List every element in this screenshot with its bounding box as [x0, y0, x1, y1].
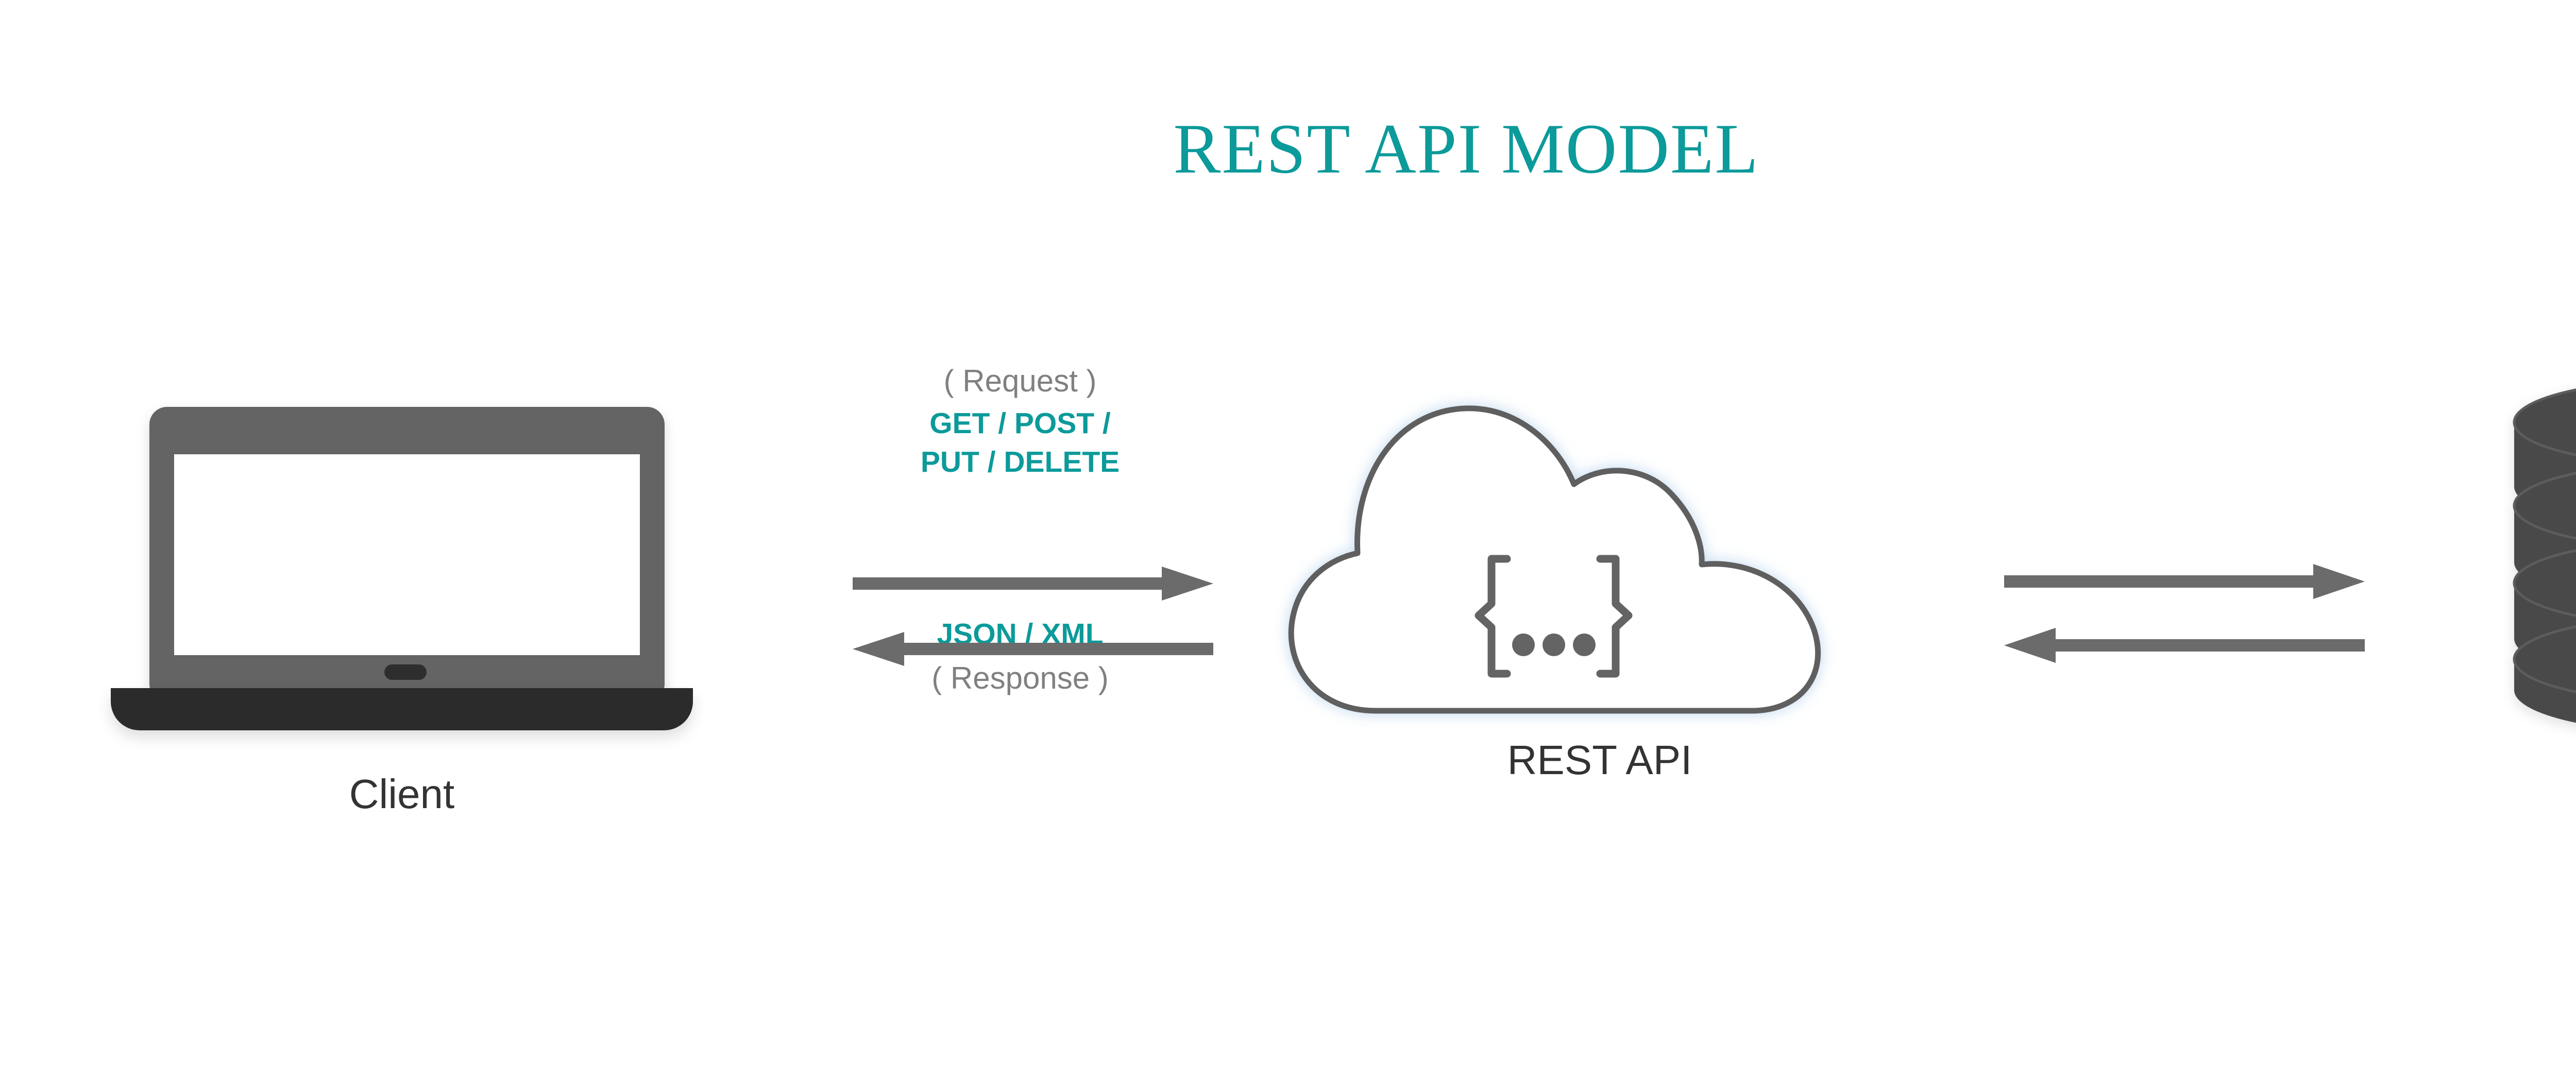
client-api-arrows — [853, 567, 1213, 675]
cloud-icon — [1273, 381, 1927, 721]
node-client: Client — [93, 407, 711, 815]
laptop-screen — [174, 454, 640, 655]
node-rest-api: REST API — [1257, 381, 1942, 781]
request-methods-line-2: PUT / DELETE — [920, 446, 1120, 479]
database-cylinder-icon — [2504, 381, 2576, 726]
node-label-client: Client — [349, 771, 455, 817]
arrow-left-icon — [2004, 628, 2365, 663]
laptop-trackpad-notch — [384, 664, 427, 680]
response-paren-label: ( Response ) — [931, 660, 1109, 695]
arrow-right-icon — [2004, 564, 2365, 599]
api-database-arrows — [2004, 564, 2365, 670]
request-paren-label: ( Request ) — [943, 364, 1097, 398]
database-discs — [2513, 388, 2576, 723]
laptop-icon — [111, 407, 693, 742]
request-methods-line-1: GET / POST / — [929, 407, 1111, 440]
code-braces-glyph — [1475, 555, 1633, 678]
node-label-rest-api: REST API — [1507, 737, 1692, 783]
arrow-left-icon — [853, 632, 1213, 666]
cloud-shape — [1288, 405, 1821, 714]
laptop-base — [111, 688, 693, 730]
arrow-right-icon — [853, 567, 1213, 601]
ellipsis-dots — [1512, 634, 1596, 656]
node-database: Database — [2452, 381, 2576, 790]
page-title: REST API MODEL — [1173, 109, 1759, 188]
